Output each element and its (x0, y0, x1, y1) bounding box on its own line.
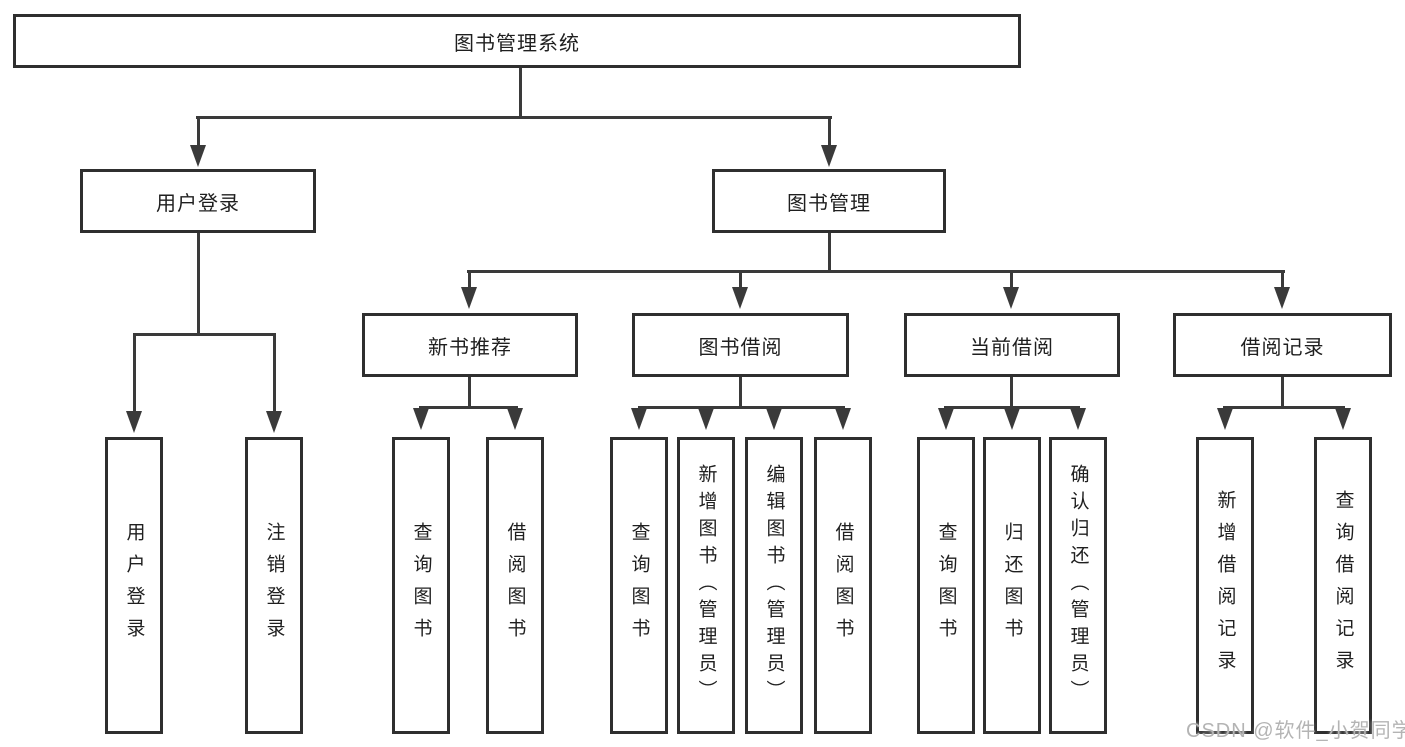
leaf-query-books-recommend: 查询图书 (392, 437, 450, 734)
connector-stem (1281, 377, 1284, 408)
leaf-confirm-return-admin: 确认归还（管理员） (1049, 437, 1107, 734)
connector-drop-level3 (739, 270, 742, 288)
connector-book-mgmt-stem (828, 233, 831, 273)
connector-user-login-stem (197, 233, 200, 335)
node-root-system: 图书管理系统 (13, 14, 1021, 68)
leaf-label: 查询图书 (935, 521, 957, 650)
connector-branch (944, 406, 1080, 409)
node-current-borrow: 当前借阅 (904, 313, 1120, 377)
leaf-edit-book-admin: 编辑图书（管理员） (745, 437, 803, 734)
arrow-down-icon (1070, 408, 1086, 430)
arrow-down-icon (1274, 287, 1290, 309)
node-label: 借阅记录 (1240, 336, 1325, 359)
connector-drop-leaf (133, 333, 136, 412)
arrow-down-icon (938, 408, 954, 430)
watermark: CSDN @软件_小贺同学 (1186, 720, 1405, 742)
leaf-label: 新增图书（管理员） (695, 464, 717, 707)
leaf-label: 确认归还（管理员） (1067, 464, 1089, 707)
leaf-label: 查询借阅记录 (1332, 489, 1354, 682)
leaf-return-book: 归还图书 (983, 437, 1041, 734)
connector-branch-user-login (133, 333, 276, 336)
leaf-add-book-admin: 新增图书（管理员） (677, 437, 735, 734)
leaf-logout: 注销登录 (245, 437, 303, 734)
node-label: 新书推荐 (428, 336, 512, 359)
connector-branch (419, 406, 518, 409)
arrow-down-icon (631, 408, 647, 430)
arrow-down-icon (413, 408, 429, 430)
arrow-down-icon (1217, 408, 1233, 430)
node-borrow-records: 借阅记录 (1173, 313, 1392, 377)
leaf-label: 注销登录 (263, 521, 285, 650)
leaf-user-login: 用户登录 (105, 437, 163, 734)
arrow-down-icon (461, 287, 477, 309)
arrow-down-icon (698, 408, 714, 430)
arrow-down-icon (1004, 408, 1020, 430)
arrow-down-icon (732, 287, 748, 309)
node-label: 用户登录 (156, 192, 240, 215)
arrow-down-icon (1335, 408, 1351, 430)
connector-drop-level3 (468, 270, 471, 288)
arrow-down-icon (1003, 287, 1019, 309)
leaf-query-books-borrow: 查询图书 (610, 437, 668, 734)
connector-branch (638, 406, 845, 409)
connector-stem (739, 377, 742, 408)
arrow-down-icon (835, 408, 851, 430)
leaf-label: 查询图书 (628, 521, 650, 650)
connector-root-stem (519, 68, 522, 118)
leaf-label: 归还图书 (1001, 521, 1023, 650)
node-label: 图书管理 (787, 192, 871, 215)
arrow-down-icon (266, 411, 282, 433)
leaf-label: 新增借阅记录 (1214, 489, 1236, 682)
node-book-borrow: 图书借阅 (632, 313, 849, 377)
node-new-book-recommend: 新书推荐 (362, 313, 578, 377)
leaf-query-borrow-record: 查询借阅记录 (1314, 437, 1372, 734)
leaf-query-books-current: 查询图书 (917, 437, 975, 734)
connector-stem (1010, 377, 1013, 408)
leaf-label: 用户登录 (123, 521, 145, 650)
arrow-down-icon (190, 145, 206, 167)
leaf-borrow-books-recommend: 借阅图书 (486, 437, 544, 734)
leaf-add-borrow-record: 新增借阅记录 (1196, 437, 1254, 734)
connector-drop-level3 (1281, 270, 1284, 288)
node-book-management: 图书管理 (712, 169, 946, 233)
connector-branch-level3 (467, 270, 1285, 273)
leaf-label: 借阅图书 (832, 521, 854, 650)
node-user-login: 用户登录 (80, 169, 316, 233)
node-label: 当前借阅 (970, 336, 1054, 359)
connector-branch-level1 (196, 116, 832, 119)
connector-stem (468, 377, 471, 408)
leaf-borrow-books: 借阅图书 (814, 437, 872, 734)
connector-drop-leaf (273, 333, 276, 412)
connector-drop-book-mgmt (828, 116, 831, 147)
node-label: 图书借阅 (698, 336, 783, 359)
leaf-label: 编辑图书（管理员） (763, 464, 785, 707)
arrow-down-icon (766, 408, 782, 430)
connector-drop-user-login (197, 116, 200, 147)
arrow-down-icon (507, 408, 523, 430)
leaf-label: 查询图书 (410, 521, 432, 650)
leaf-label: 借阅图书 (504, 521, 526, 650)
connector-drop-level3 (1010, 270, 1013, 288)
arrow-down-icon (126, 411, 142, 433)
node-label: 图书管理系统 (454, 32, 580, 55)
connector-branch (1223, 406, 1345, 409)
arrow-down-icon (821, 145, 837, 167)
